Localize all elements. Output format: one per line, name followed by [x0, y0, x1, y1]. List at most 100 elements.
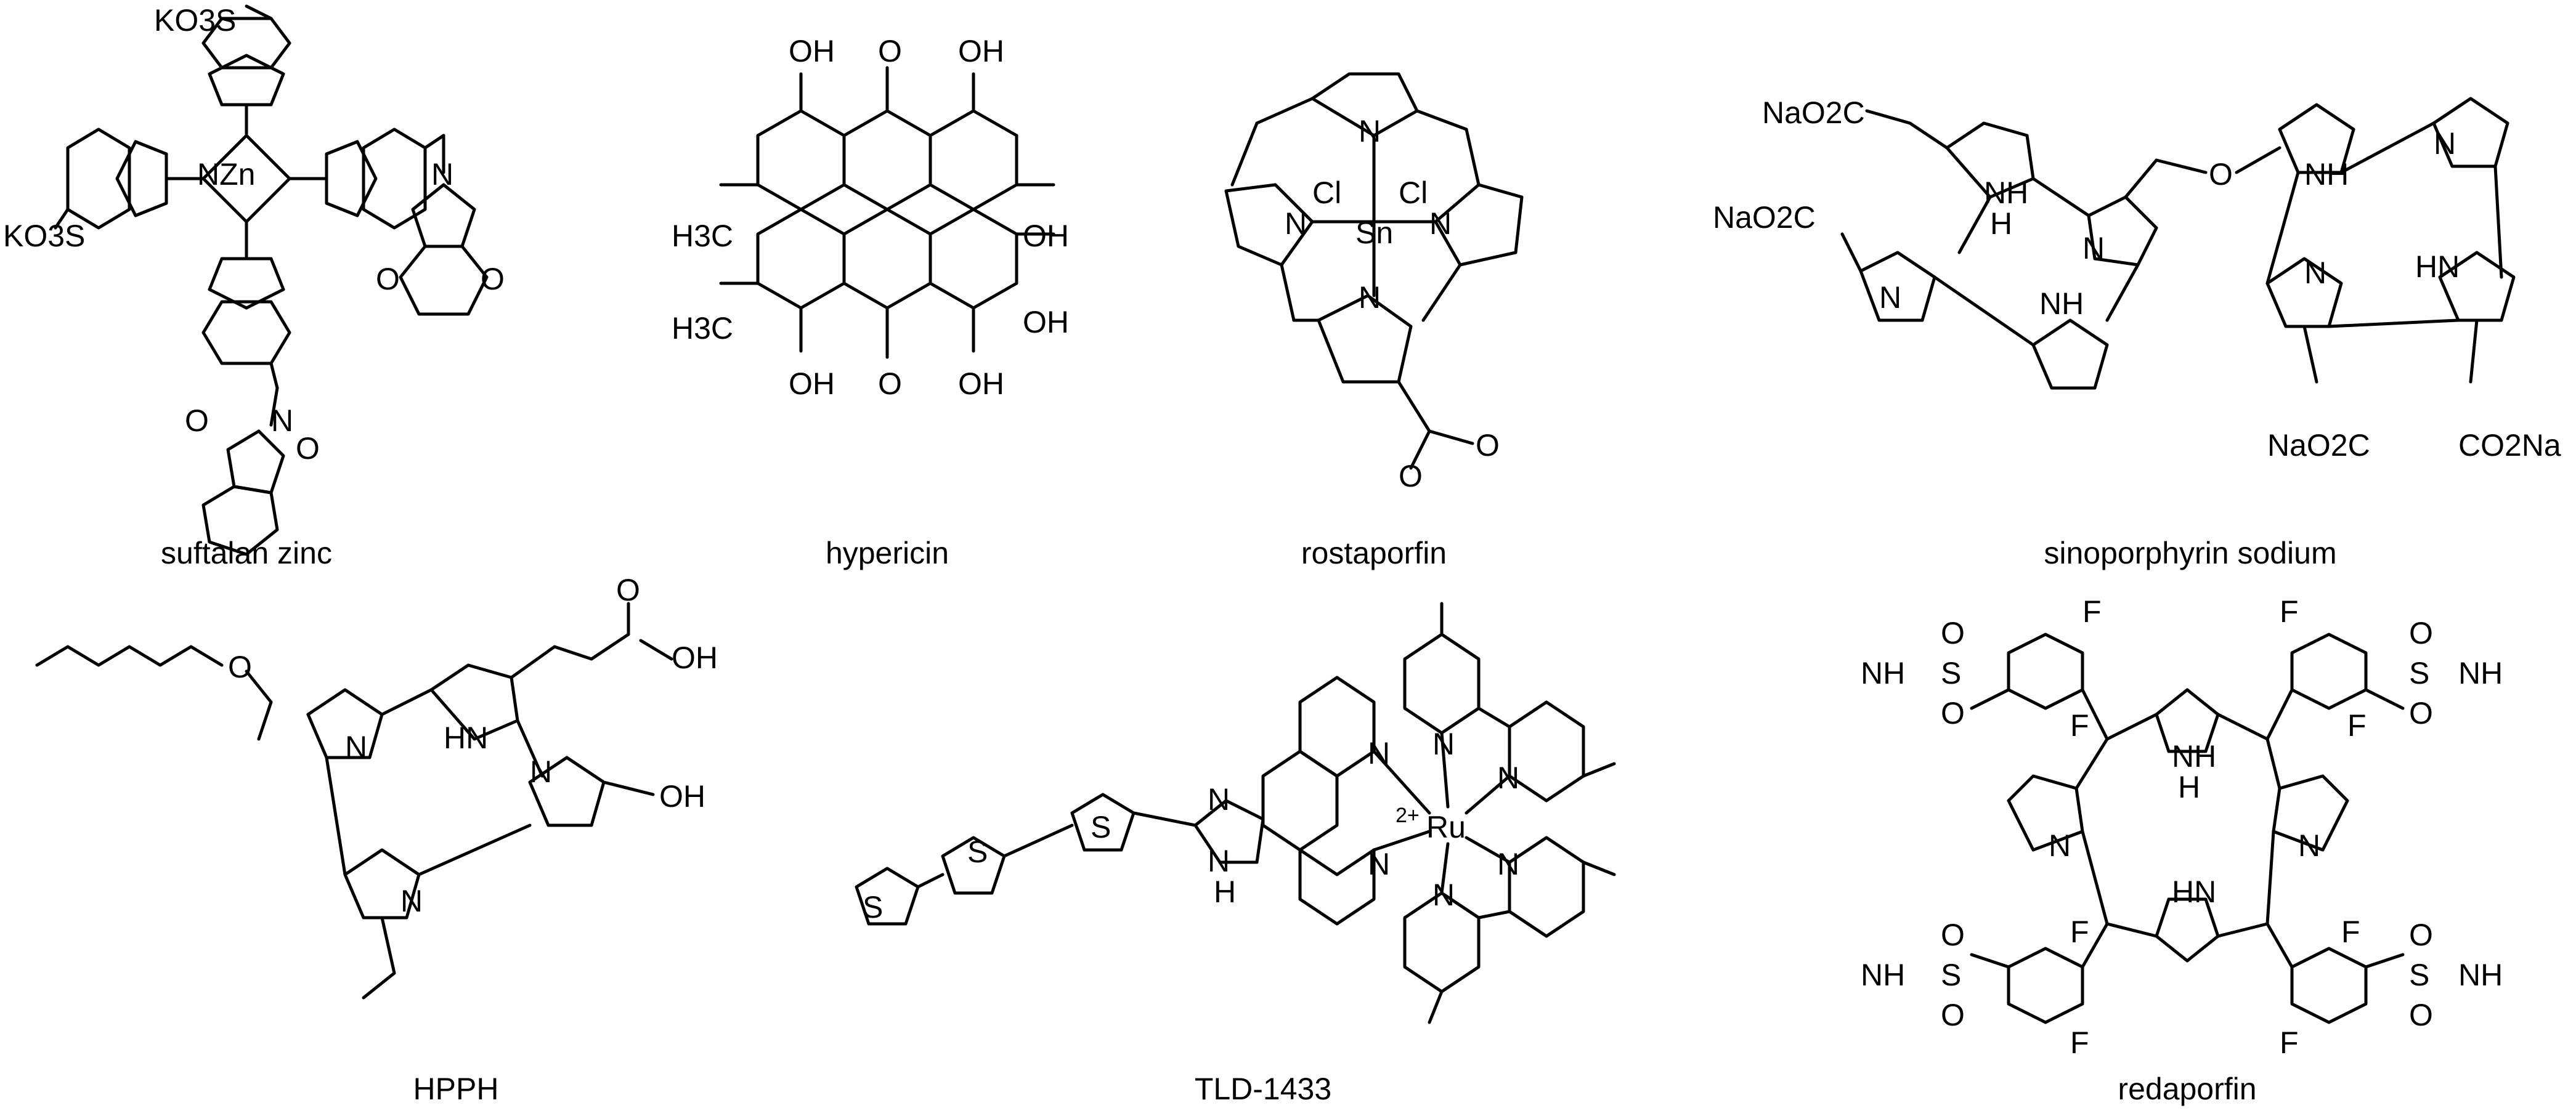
molecule-name: TLD-1433 — [1195, 1072, 1331, 1106]
atom-label: N — [2049, 828, 2071, 863]
atom-label: Ru — [1426, 810, 1466, 844]
atom-label: Cl — [1312, 176, 1341, 210]
atom-label: N — [2082, 231, 2105, 265]
atom-label: F — [2082, 594, 2102, 629]
atom-label: O — [2409, 696, 2433, 730]
charge-label: 2+ — [1396, 804, 1420, 827]
atom-label: NH — [2172, 739, 2216, 774]
atom-label: H — [1990, 206, 2012, 241]
atom-label: NH — [1861, 656, 1905, 690]
atom-label: S — [2409, 656, 2429, 690]
atom-label: KO3S — [154, 3, 236, 38]
molecule-name: HPPH — [413, 1072, 499, 1106]
atom-label: N — [1368, 736, 1390, 770]
atom-label: O — [2409, 998, 2433, 1032]
atom-label: N — [1208, 782, 1230, 817]
atom-label: OH — [1023, 219, 1069, 253]
atom-label: NH — [1861, 958, 1905, 992]
atom-label: N — [1497, 847, 1519, 881]
atom-label: N — [2304, 256, 2326, 290]
structure-redaporfin: F F F F F F F F S S S S O O O O O O O O … — [1861, 594, 2503, 1106]
atom-label: F — [2280, 594, 2299, 629]
atom-label: NaO2C — [1713, 200, 1816, 235]
atom-label: OH — [1023, 305, 1069, 339]
atom-label: O — [1476, 428, 1500, 463]
structure-hypericin: OH O OH OH OH H3C H3C OH O OH hypericin — [672, 34, 1069, 570]
atom-label: N — [530, 754, 552, 789]
atom-label: N — [1497, 761, 1519, 795]
atom-label: F — [2070, 1025, 2089, 1060]
atom-label: H — [1214, 875, 1236, 909]
atom-label: F — [2280, 1025, 2299, 1060]
atom-label: N — [400, 884, 423, 918]
atom-label: OH — [672, 641, 718, 675]
atom-label: O — [2409, 918, 2433, 952]
atom-label: NZn — [197, 157, 255, 192]
atom-label: F — [2070, 915, 2089, 949]
structure-tld-1433: S S S N N H N N 2+ Ru N N N N TLD-1433 — [855, 602, 1616, 1106]
atom-label: HN — [2172, 875, 2216, 909]
atom-label: S — [863, 890, 883, 924]
atom-label: NH — [2304, 157, 2349, 192]
atom-label: N — [345, 730, 367, 764]
atom-label: OH — [789, 34, 835, 68]
atom-label: O — [2209, 157, 2233, 192]
atom-label: O — [878, 366, 902, 401]
atom-label: N — [1432, 727, 1455, 761]
atom-label: O — [1941, 696, 1965, 730]
atom-label: Cl — [1399, 176, 1428, 210]
atom-label: S — [2409, 958, 2429, 992]
atom-label: NH — [2458, 958, 2503, 992]
atom-label: N — [1368, 847, 1390, 881]
molecule-name: sinoporphyrin sodium — [2044, 536, 2336, 570]
atom-label: O — [1399, 459, 1423, 493]
atom-label: S — [1091, 810, 1111, 844]
atom-label: N — [1359, 280, 1381, 315]
atom-label: N — [271, 403, 293, 438]
atom-label: O — [1941, 998, 1965, 1032]
atom-label: N — [1432, 878, 1455, 912]
atom-label: O — [1941, 918, 1965, 952]
atom-label: O — [376, 262, 400, 296]
atom-label: Sn — [1355, 216, 1393, 250]
structure-rostaporfin: N N N N Cl Cl Sn O O rostaporfin — [1224, 72, 1524, 570]
atom-label: S — [1941, 656, 1961, 690]
atom-label: O — [228, 650, 252, 684]
atom-label: OH — [659, 779, 705, 814]
structure-suftalan-zinc: KO3S KO3S NZn N O O N O O suftalan zinc — [3, 3, 505, 570]
atom-label: O — [296, 431, 320, 466]
atom-label: CO2Na — [2458, 428, 2561, 463]
atom-label: H3C — [672, 311, 733, 346]
atom-label: F — [2347, 708, 2367, 743]
atom-label: NH — [1984, 176, 2028, 210]
atom-label: HN — [2415, 249, 2460, 284]
atom-label: O — [185, 403, 209, 438]
atom-label: NaO2C — [2267, 428, 2370, 463]
atom-label: O — [878, 34, 902, 68]
structure-sinoporphyrin-sodium: NaO2C NaO2C NH H N N NH O NH N N HN NaO2… — [1713, 95, 2561, 570]
atom-label: N — [1285, 206, 1307, 241]
atom-label: O — [616, 573, 640, 607]
atom-label: N — [1359, 114, 1381, 148]
atom-label: O — [1941, 616, 1965, 650]
atom-label: O — [2409, 616, 2433, 650]
molecule-name: suftalan zinc — [161, 536, 332, 570]
atom-label: N — [1879, 280, 1901, 315]
atom-label: KO3S — [3, 219, 85, 253]
atom-label: S — [967, 835, 988, 869]
atom-label: N — [2434, 126, 2456, 161]
atom-label: NH — [2458, 656, 2503, 690]
atom-label: F — [2070, 708, 2089, 743]
atom-label: HN — [444, 721, 488, 755]
atom-label: S — [1941, 958, 1961, 992]
atom-label: N — [1208, 844, 1230, 878]
atom-label: OH — [789, 366, 835, 401]
atom-label: NaO2C — [1762, 95, 1865, 130]
atom-label: OH — [958, 34, 1004, 68]
molecule-name: hypericin — [826, 536, 949, 570]
atom-label: H — [2178, 770, 2200, 804]
atom-label: O — [481, 262, 505, 296]
atom-label: NH — [2039, 286, 2084, 321]
atom-label: N — [1429, 206, 1452, 241]
